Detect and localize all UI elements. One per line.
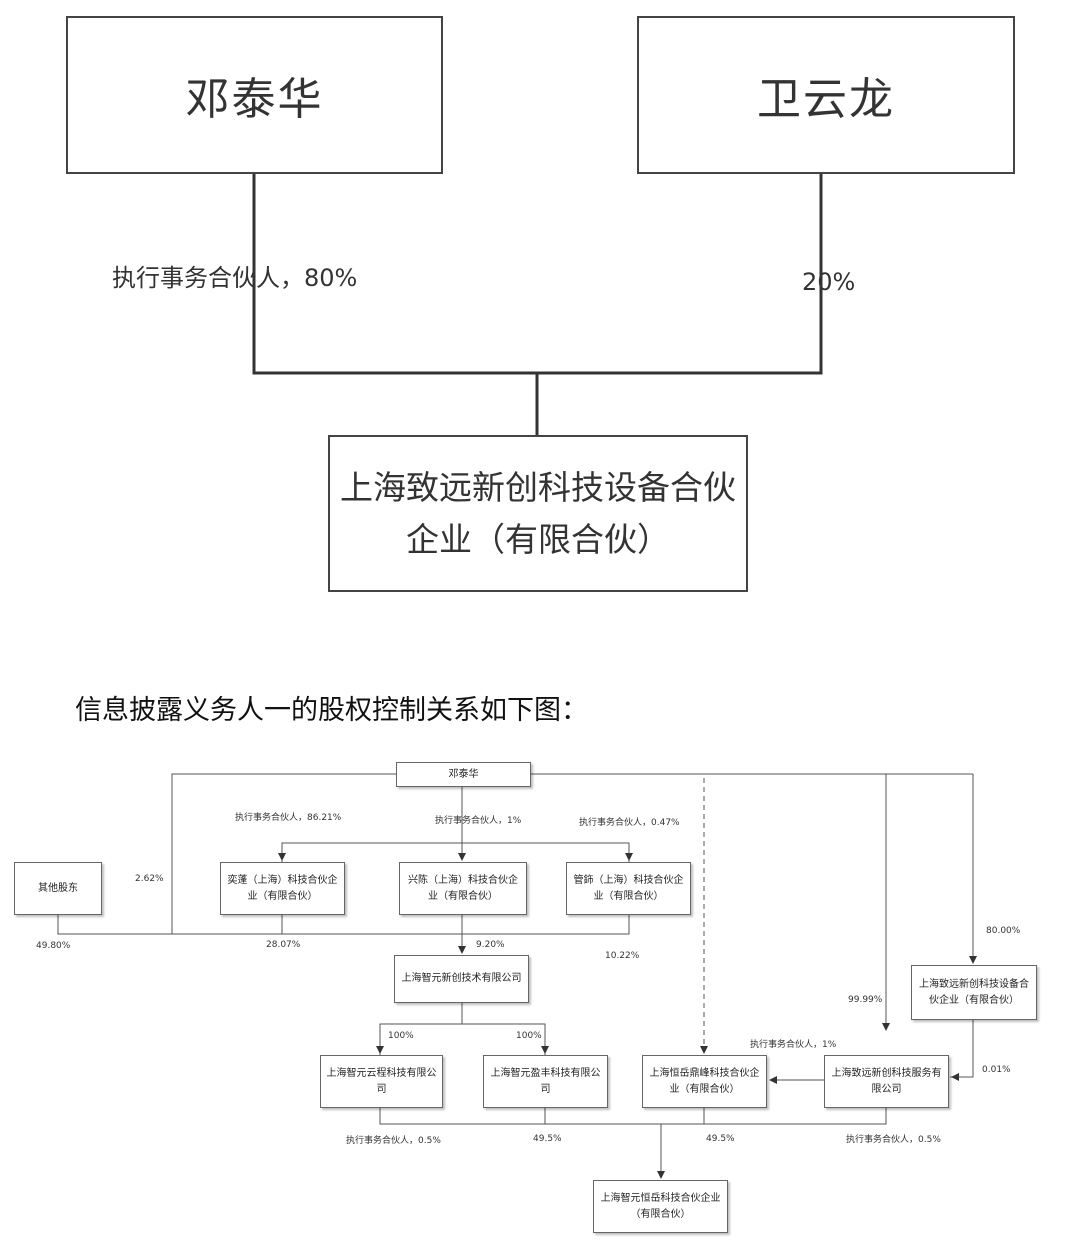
edge-label-guanchu-to-tech: 10.22% — [605, 951, 640, 961]
node-zhiyuan-henghe: 上海智元恒岳科技合伙企业（有限合伙） — [593, 1180, 728, 1233]
edge-label-deng-direct: 2.62% — [135, 874, 164, 884]
node-xingchen: 兴陈（上海）科技合伙企业（有限合伙） — [399, 862, 527, 915]
node-wei-yunlong: 卫云龙 — [637, 16, 1015, 174]
node-zhiyuan-equipment-small: 上海致远新创科技设备合伙企业（有限合伙） — [911, 965, 1037, 1020]
node-zhiyuan-service: 上海致远新创科技服务有限公司 — [824, 1055, 949, 1108]
node-guanchu: 管鉓（上海）科技合伙企业（有限合伙） — [566, 862, 691, 915]
edge-label-equip: 80.00% — [986, 926, 1021, 936]
edge-label-deng: 执行事务合伙人，80% — [112, 264, 358, 292]
edge-label-henghe-to-bottom: 49.5% — [706, 1134, 735, 1144]
node-yipeng: 奕蓬（上海）科技合伙企业（有限合伙） — [220, 862, 345, 915]
edge-label-service-to-bottom: 执行事务合伙人，0.5% — [846, 1135, 941, 1145]
edge-label-wei: 20% — [802, 268, 856, 296]
node-zhiyuan-tech: 上海智元新创技术有限公司 — [394, 955, 529, 1003]
edge-label-xingchen: 执行事务合伙人，1% — [435, 816, 522, 826]
edge-label-yuncheng: 100% — [388, 1031, 414, 1041]
edge-label-yipeng: 执行事务合伙人，86.21% — [235, 813, 342, 823]
node-other-shareholders: 其他股东 — [14, 862, 102, 915]
edge-label-xingchen-to-tech: 9.20% — [476, 940, 505, 950]
bottom-edges — [57, 773, 977, 1179]
edge-label-equip-to-service: 0.01% — [982, 1065, 1011, 1075]
edge-label-yuncheng-to-bottom: 执行事务合伙人，0.5% — [346, 1136, 441, 1146]
edge-label-guanchu: 执行事务合伙人，0.47% — [579, 818, 680, 828]
node-yingfeng: 上海智元盈丰科技有限公司 — [483, 1055, 608, 1108]
node-zhiyuan-equipment: 上海致远新创科技设备合伙企业（有限合伙） — [328, 435, 748, 592]
node-henghe: 上海恒岳鼎峰科技合伙企业（有限合伙） — [642, 1055, 767, 1108]
edge-label-yingfeng-to-bottom: 49.5% — [533, 1134, 562, 1144]
edge-label-service: 99.99% — [848, 995, 883, 1005]
section-heading: 信息披露义务人一的股权控制关系如下图： — [75, 695, 588, 726]
edge-label-service-to-henghe: 执行事务合伙人，1% — [750, 1040, 837, 1050]
top-edges — [252, 173, 823, 435]
node-deng-taihua: 邓泰华 — [66, 16, 443, 174]
edge-label-others: 49.80% — [36, 941, 71, 951]
edge-label-yipeng-to-tech: 28.07% — [266, 940, 301, 950]
edge-label-yingfeng: 100% — [516, 1031, 542, 1041]
node-deng-small: 邓泰华 — [396, 762, 531, 787]
node-yuncheng: 上海智元云程科技有限公司 — [320, 1055, 443, 1108]
